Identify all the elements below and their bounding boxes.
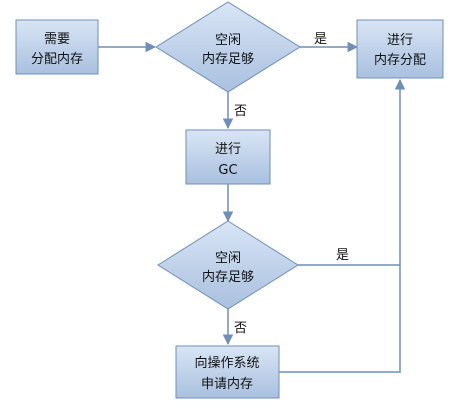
node-do-gc: 进行 GC [185, 129, 271, 185]
node-request-os: 向操作系统 申请内存 [175, 345, 280, 399]
edge-request-to-alloc [279, 265, 401, 373]
node-do-alloc-line1: 进行 [387, 33, 413, 48]
edge-label-yes-1: 是 [314, 32, 327, 47]
edge-label-no-1: 否 [234, 104, 247, 119]
node-need-alloc-line2: 分配内存 [31, 51, 83, 67]
node-check-free-2-line2: 内存足够 [202, 269, 254, 285]
node-check-free-2-line1: 空闲 [215, 251, 241, 266]
node-request-os-line2: 申请内存 [201, 376, 253, 392]
edge-label-yes-2: 是 [336, 248, 349, 263]
edge-label-no-2: 否 [234, 321, 247, 336]
edge-check2-yes [298, 78, 406, 266]
node-do-alloc-line2: 内存分配 [374, 52, 426, 68]
node-do-gc-line1: 进行 [215, 142, 241, 157]
node-do-alloc: 进行 内存分配 [356, 19, 444, 79]
node-check-free-2: 空闲 内存足够 [157, 220, 299, 310]
node-check-free-1: 空闲 内存足够 [155, 1, 301, 93]
node-check-free-1-line2: 内存足够 [202, 51, 254, 67]
node-need-alloc: 需要 分配内存 [15, 19, 99, 75]
node-request-os-line1: 向操作系统 [194, 355, 259, 371]
node-do-gc-line2: GC [218, 163, 237, 178]
node-need-alloc-line1: 需要 [44, 32, 70, 47]
node-check-free-1-line1: 空闲 [215, 33, 241, 48]
